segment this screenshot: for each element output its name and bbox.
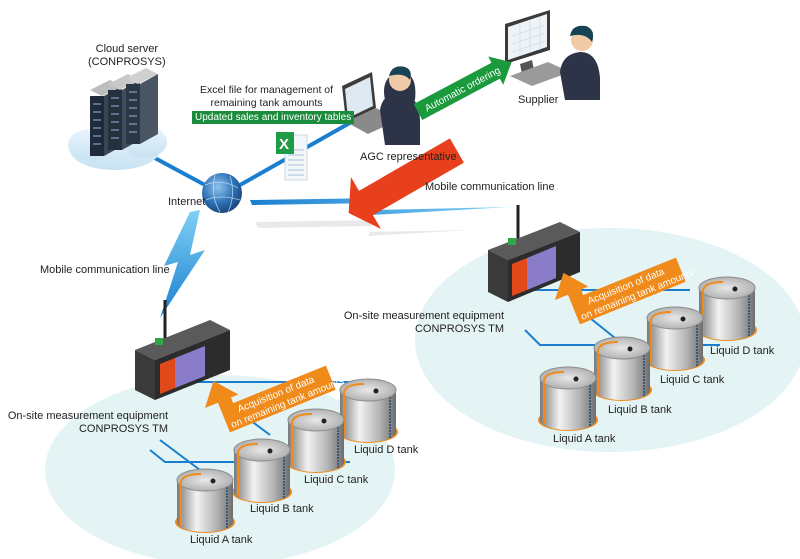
- agc-representative-label: AGC representative: [360, 151, 457, 163]
- left-mobile-line-label: Mobile communication line: [40, 264, 170, 276]
- supplier-icon: [505, 10, 600, 100]
- cloud-server-label-line1: Cloud server: [95, 43, 158, 55]
- right-tank-d-label: Liquid D tank: [710, 345, 775, 357]
- right-equipment-label-line2: CONPROSYS TM: [414, 323, 504, 335]
- left-measurement-device-icon: [135, 300, 230, 400]
- automatic-ordering-arrow: Automatic ordering: [413, 56, 512, 120]
- left-tank-b-icon: [232, 438, 292, 503]
- left-equipment-label-line1: On-site measurement equipment: [7, 410, 168, 422]
- left-equipment-label: On-site measurement equipment CONPROSYS …: [0, 410, 168, 436]
- transmission-label-line2: on remaining tank amounts: [218, 223, 328, 293]
- right-equipment-label-line1: On-site measurement equipment: [343, 310, 504, 322]
- internet-globe-icon: [202, 173, 242, 213]
- right-tank-b-label: Liquid B tank: [608, 404, 672, 416]
- right-tank-b-icon: [592, 336, 652, 401]
- left-tank-d-icon: [338, 378, 398, 443]
- left-tank-d-label: Liquid D tank: [354, 444, 419, 456]
- excel-file-label: Excel file for management of remaining t…: [200, 84, 333, 110]
- supplier-label: Supplier: [518, 94, 559, 106]
- mobile-line-bolt-right: [250, 198, 510, 215]
- right-tank-c-label: Liquid C tank: [660, 374, 725, 386]
- right-mobile-line-label: Mobile communication line: [425, 181, 555, 193]
- right-tank-a-label: Liquid A tank: [553, 433, 616, 445]
- svg-text:X: X: [279, 136, 289, 153]
- left-tank-a-icon: [175, 468, 235, 533]
- updated-tables-tag: Updated sales and inventory tables: [192, 111, 355, 124]
- cloud-server-label: Cloud server (CONPROSYS): [88, 43, 166, 69]
- left-tank-c-icon: [286, 408, 346, 473]
- mobile-line-bolt-right-shadow: [255, 220, 470, 236]
- cloud-server-label-line2: (CONPROSYS): [88, 56, 166, 68]
- excel-file-icon: X: [276, 132, 308, 181]
- right-tank-a-icon: [538, 366, 598, 431]
- agc-representative-icon: [342, 66, 420, 145]
- right-equipment-label: On-site measurement equipment CONPROSYS …: [336, 310, 504, 336]
- tanks-layer: [175, 276, 757, 533]
- left-tank-b-label: Liquid B tank: [250, 503, 314, 515]
- left-tank-c-label: Liquid C tank: [304, 474, 369, 486]
- right-tank-c-icon: [645, 306, 705, 371]
- left-tank-a-label: Liquid A tank: [190, 534, 253, 546]
- internet-label: Internet: [168, 196, 206, 208]
- mobile-line-bolt-left: [160, 210, 205, 318]
- right-tank-d-icon: [697, 276, 757, 341]
- automatic-ordering-label: Automatic ordering: [423, 65, 502, 114]
- transmission-arrow: [348, 138, 464, 229]
- excel-file-label-line2: remaining tank amounts: [210, 97, 323, 109]
- excel-file-label-line1: Excel file for management of: [200, 84, 334, 96]
- left-equipment-label-line2: CONPROSYS TM: [78, 423, 168, 435]
- right-measurement-device-icon: [488, 205, 580, 302]
- cloud-server-icon: [90, 68, 158, 156]
